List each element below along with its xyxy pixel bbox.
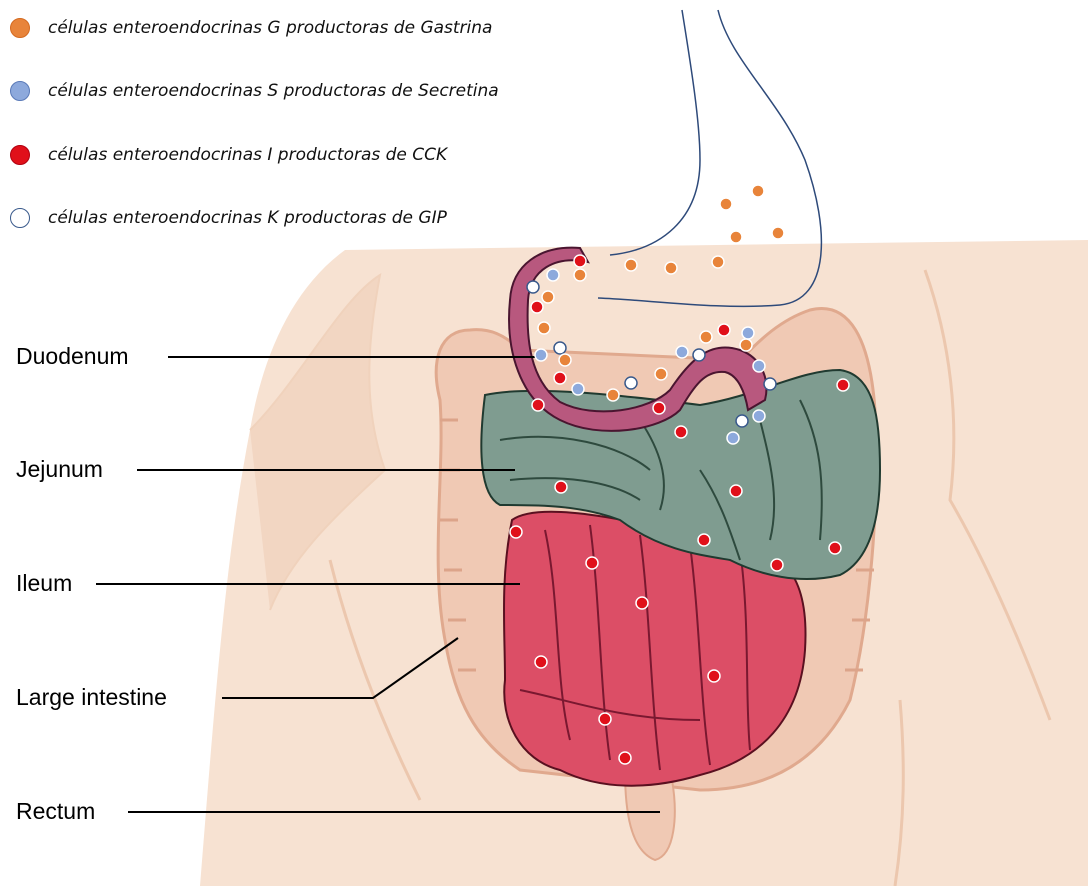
cell-dot-i bbox=[698, 534, 710, 546]
cell-dot-g bbox=[752, 185, 764, 197]
legend-item-i: células enteroendocrinas I productoras d… bbox=[10, 140, 447, 170]
cell-dot-i bbox=[636, 597, 648, 609]
cell-dot-i bbox=[675, 426, 687, 438]
cell-dot-i bbox=[586, 557, 598, 569]
cell-dot-g bbox=[625, 259, 637, 271]
cell-dot-i bbox=[510, 526, 522, 538]
cell-dot-i bbox=[599, 713, 611, 725]
legend-label-i: células enteroendocrinas I productoras d… bbox=[48, 145, 447, 165]
cell-dot-i bbox=[531, 301, 543, 313]
cell-dot-g bbox=[574, 269, 586, 281]
cell-dot-k bbox=[554, 342, 566, 354]
cell-dot-i bbox=[708, 670, 720, 682]
legend-swatch-s bbox=[10, 81, 30, 101]
legend-item-s: células enteroendocrinas S productoras d… bbox=[10, 76, 499, 106]
label-duodenum: Duodenum bbox=[16, 343, 129, 370]
cell-dot-g bbox=[730, 231, 742, 243]
cell-dot-g bbox=[559, 354, 571, 366]
cell-dot-i bbox=[837, 379, 849, 391]
cell-dot-s bbox=[727, 432, 739, 444]
cell-dot-g bbox=[542, 291, 554, 303]
legend-label-g: células enteroendocrinas G productoras d… bbox=[48, 18, 492, 38]
legend-item-k: células enteroendocrinas K productoras d… bbox=[10, 203, 447, 233]
cell-dot-i bbox=[535, 656, 547, 668]
cell-dot-i bbox=[771, 559, 783, 571]
cell-dot-s bbox=[742, 327, 754, 339]
legend-swatch-i bbox=[10, 145, 30, 165]
cell-dot-k bbox=[764, 378, 776, 390]
legend-item-g: células enteroendocrinas G productoras d… bbox=[10, 13, 492, 43]
cell-dot-i bbox=[829, 542, 841, 554]
cell-dot-g bbox=[655, 368, 667, 380]
cell-dot-i bbox=[574, 255, 586, 267]
cell-dot-i bbox=[653, 402, 665, 414]
cell-dot-g bbox=[772, 227, 784, 239]
legend-label-k: células enteroendocrinas K productoras d… bbox=[48, 208, 447, 228]
cell-dot-i bbox=[619, 752, 631, 764]
cell-dot-i bbox=[718, 324, 730, 336]
cell-dot-k bbox=[625, 377, 637, 389]
cell-dot-k bbox=[736, 415, 748, 427]
label-ileum: Ileum bbox=[16, 570, 72, 597]
label-jejunum: Jejunum bbox=[16, 456, 103, 483]
cell-dot-g bbox=[720, 198, 732, 210]
cell-dot-g bbox=[607, 389, 619, 401]
cell-dot-s bbox=[753, 360, 765, 372]
cell-dot-s bbox=[676, 346, 688, 358]
cell-dot-g bbox=[665, 262, 677, 274]
cell-dot-s bbox=[547, 269, 559, 281]
label-large-intestine: Large intestine bbox=[16, 684, 167, 711]
cell-dot-s bbox=[753, 410, 765, 422]
cell-dot-k bbox=[693, 349, 705, 361]
cell-dot-g bbox=[712, 256, 724, 268]
legend-swatch-g bbox=[10, 18, 30, 38]
cell-dot-i bbox=[532, 399, 544, 411]
cell-dot-s bbox=[572, 383, 584, 395]
legend-swatch-k bbox=[10, 208, 30, 228]
cell-dot-i bbox=[730, 485, 742, 497]
cell-dot-s bbox=[535, 349, 547, 361]
cell-dot-g bbox=[700, 331, 712, 343]
label-rectum: Rectum bbox=[16, 798, 95, 825]
cell-dot-i bbox=[554, 372, 566, 384]
cell-dot-g bbox=[740, 339, 752, 351]
cell-dot-i bbox=[555, 481, 567, 493]
cell-dot-g bbox=[538, 322, 550, 334]
legend-label-s: células enteroendocrinas S productoras d… bbox=[48, 81, 499, 101]
cell-dot-k bbox=[527, 281, 539, 293]
